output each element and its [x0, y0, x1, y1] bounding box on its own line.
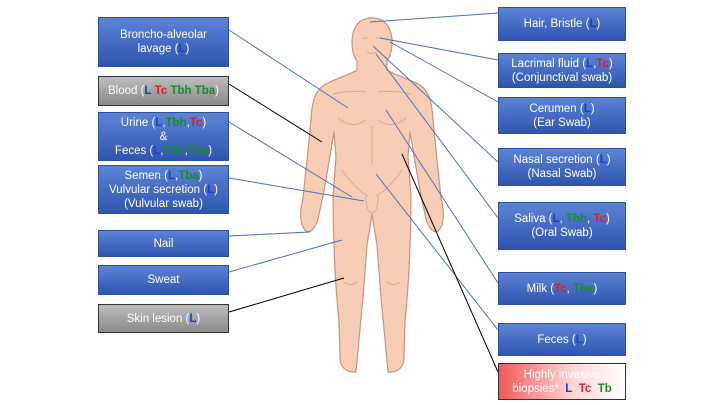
line-sweat: [228, 239, 343, 273]
left-knee: [343, 281, 358, 285]
line-cerumen: [389, 41, 499, 103]
sweat-label: Sweat: [147, 274, 180, 286]
left-chest: [337, 117, 367, 125]
nasal-line-1: Nasal secretion (L): [513, 154, 611, 166]
cerumen-line-2: (Ear Swab): [533, 116, 591, 129]
right-chest: [377, 117, 407, 125]
line-saliva: [375, 53, 499, 219]
mouth: [366, 51, 378, 54]
body-details: [332, 37, 412, 285]
line-feces: [375, 173, 499, 331]
biopsy-line-2: biopsies* L Tc Tb: [512, 382, 612, 395]
line-biopsy: [401, 153, 499, 373]
cerumen-box: Cerumen (L) (Ear Swab): [498, 97, 626, 134]
saliva-box: Saliva (L, Tbh, Tc) (Oral Swab): [498, 202, 626, 250]
connector-lines: [228, 12, 499, 373]
feces-right-line: Feces (L): [537, 333, 587, 346]
urine-line: Urine (L,Tbh,Tc): [120, 116, 207, 129]
urine-feces-box: Urine (L,Tbh,Tc) & Feces (L,Tbh,Tba): [98, 112, 229, 161]
vulvular-line: Vulvular secretion (L): [109, 183, 218, 196]
biopsy-line-1: Highly invasive: [523, 368, 601, 381]
right-clavicle: [377, 90, 412, 95]
cerumen-line-1: Cerumen (L): [529, 102, 595, 115]
sweat-box: Sweat: [98, 265, 229, 295]
lacrimal-line-1: Lacrimal fluid (L,Tc): [511, 57, 613, 70]
line-nail: [228, 231, 311, 237]
lavage-line-1: Broncho-alveolar: [120, 29, 207, 41]
hair-line: Hair, Bristle (L): [523, 18, 601, 30]
human-body-figure: [300, 17, 444, 373]
milk-box: Milk (Tc, Tbe): [498, 272, 626, 305]
left-clavicle: [332, 90, 367, 95]
line-semen: [228, 177, 365, 202]
line-hair: [369, 12, 499, 23]
nail-label: Nail: [153, 237, 174, 250]
line-blood: [228, 83, 323, 143]
semen-box: Semen (L,Tba) Vulvular secretion (L) (Vu…: [98, 165, 229, 214]
skin-lesion-box: Skin lesion (L): [98, 304, 229, 333]
lacrimal-box: Lacrimal fluid (L,Tc) (Conjunctival swab…: [498, 53, 626, 88]
line-milk: [385, 109, 499, 284]
right-knee: [386, 281, 401, 285]
and-line: &: [159, 130, 168, 143]
nasal-box: Nasal secretion (L) (Nasal Swab): [498, 148, 626, 186]
vulvular-swab-line: (Vulvular swab): [124, 197, 203, 210]
milk-line: Milk (Tc, Tbe): [526, 282, 598, 295]
biopsy-box: Highly invasive biopsies* L Tc Tb: [498, 363, 626, 400]
saliva-line-1: Saliva (L, Tbh, Tc): [514, 213, 610, 225]
line-nasal: [372, 45, 499, 163]
genitals: [365, 195, 379, 214]
semen-line: Semen (L,Tba): [124, 169, 203, 182]
feces-right-box: Feces (L): [498, 323, 626, 356]
body-silhouette: [300, 17, 444, 373]
line-lacrimal: [379, 37, 499, 61]
lacrimal-line-2: (Conjunctival swab): [511, 71, 613, 84]
lavage-line-2: lavage (L): [137, 43, 190, 55]
nail-box: Nail: [98, 230, 229, 257]
blood-line-1: Blood (L Tc Tbh Tba): [107, 85, 220, 97]
hair-box: Hair, Bristle (L): [498, 7, 626, 41]
skin-line: Skin lesion (L): [126, 312, 201, 325]
blood-box: Blood (L Tc Tbh Tba): [98, 76, 229, 106]
line-lavage: [228, 29, 349, 109]
nasal-line-2: (Nasal Swab): [527, 168, 597, 180]
left-groin: [341, 169, 369, 197]
feces-line: Feces (L,Tbh,Tba): [114, 144, 213, 157]
lavage-box: Broncho-alveolar lavage (L): [98, 17, 229, 67]
saliva-line-2: (Oral Swab): [531, 227, 593, 239]
line-skin: [228, 277, 345, 313]
right-groin: [375, 169, 403, 197]
line-urine: [228, 121, 353, 198]
